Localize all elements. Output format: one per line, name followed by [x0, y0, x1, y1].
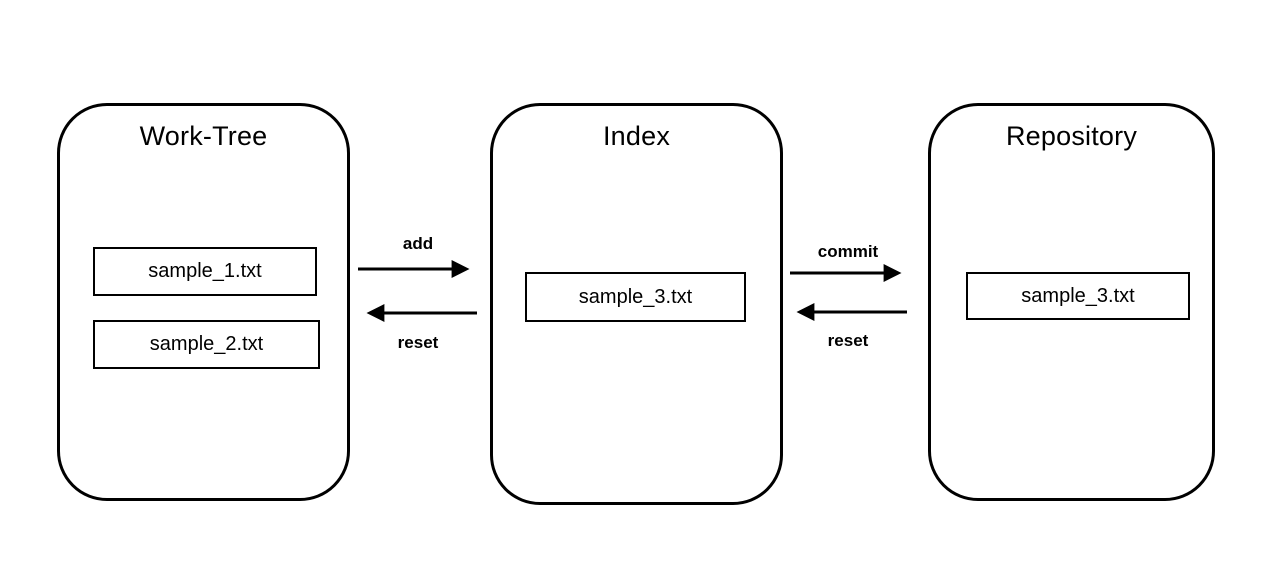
- node-work-tree: Work-Tree sample_1.txt sample_2.txt: [57, 103, 350, 501]
- node-repository: Repository sample_3.txt: [928, 103, 1215, 501]
- node-index: Index sample_3.txt: [490, 103, 783, 505]
- edge-label-reset-index: reset: [827, 331, 869, 350]
- node-work-tree-title: Work-Tree: [139, 121, 268, 151]
- node-index-title: Index: [602, 121, 671, 151]
- file-box-sample-3-repository: sample_3.txt: [966, 272, 1190, 320]
- file-box-sample-2: sample_2.txt: [93, 320, 320, 369]
- node-repository-title: Repository: [1005, 121, 1138, 151]
- edge-label-commit: commit: [817, 242, 879, 261]
- file-box-sample-3-index: sample_3.txt: [525, 272, 746, 322]
- edge-label-reset-work-tree: reset: [397, 333, 439, 352]
- edge-label-add: add: [402, 234, 434, 253]
- file-box-sample-1: sample_1.txt: [93, 247, 317, 296]
